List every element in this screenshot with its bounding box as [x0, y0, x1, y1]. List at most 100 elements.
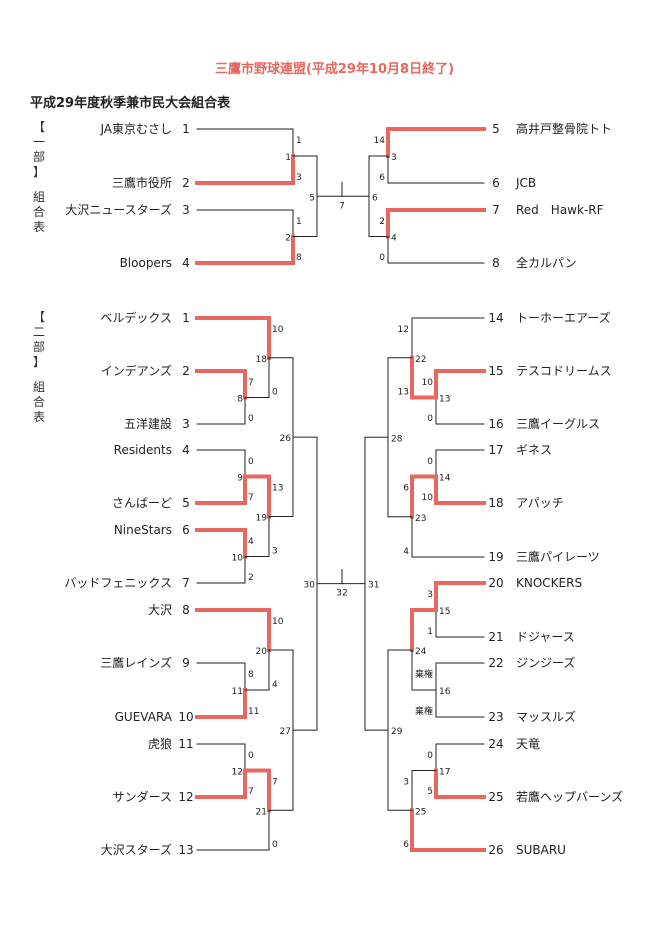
- match-score: 7: [248, 787, 254, 797]
- match-score: 13: [272, 484, 283, 494]
- team-name: ギネス: [516, 443, 552, 457]
- team-name: アパッチ: [516, 496, 564, 510]
- match-score: 0: [427, 414, 433, 424]
- final-match-label: 32: [336, 589, 347, 599]
- team-name: ベルデックス: [100, 310, 172, 325]
- team-name: さんばーど: [112, 496, 172, 510]
- team-name: SUBARU: [516, 843, 566, 857]
- team-seed: 16: [488, 417, 503, 431]
- side-label-char: 】: [32, 355, 45, 369]
- team-seed: 5: [492, 122, 500, 136]
- team-name: Red Hawk-RF: [516, 203, 604, 217]
- team-name: GUEVARA: [115, 710, 173, 724]
- side-label-char: 部: [32, 340, 45, 354]
- side-label-char: 【: [32, 310, 45, 324]
- team-name: JA東京むさし: [99, 122, 172, 136]
- match-score: 3: [272, 547, 278, 557]
- division-1-side-label: 【一部】 組合表: [30, 120, 48, 235]
- team-seed: 6: [182, 523, 190, 537]
- match-number-label: 18: [256, 355, 268, 365]
- match-score: 0: [248, 414, 254, 424]
- match-score: 4: [248, 537, 254, 547]
- match-score: 8: [248, 670, 254, 680]
- match-score: 5: [427, 787, 433, 797]
- final-match-label: 7: [339, 201, 345, 211]
- match-score: 14: [374, 136, 386, 146]
- team-seed: 8: [182, 603, 190, 617]
- match-score: 0: [427, 751, 433, 761]
- match-score: 4: [272, 680, 278, 690]
- team-name: マッスルズ: [516, 709, 576, 724]
- match-score: 棄権: [415, 705, 433, 717]
- team-name: 若鷹ヘップバーンズ: [516, 789, 623, 804]
- team-name: ドジャース: [516, 630, 575, 644]
- team-seed: 2: [182, 176, 190, 190]
- match-number-label: 15: [439, 607, 450, 617]
- team-name: 虎狼: [148, 736, 172, 751]
- team-seed: 4: [182, 443, 190, 457]
- match-score: 6: [379, 173, 385, 183]
- team-seed: 2: [182, 364, 190, 378]
- match-number-label: 16: [439, 687, 451, 697]
- team-name: 三鷹パイレーツ: [516, 549, 600, 564]
- document-title: 平成29年度秋季兼市民大会組合表: [30, 96, 231, 111]
- match-score: 13: [398, 388, 409, 398]
- match-score: 7: [272, 778, 278, 788]
- side-label-char: 一: [32, 135, 45, 149]
- side-label-char: 】: [32, 165, 45, 179]
- match-number-label: 28: [391, 434, 403, 444]
- match-number-label: 21: [256, 807, 267, 817]
- team-seed: 5: [182, 496, 190, 510]
- match-number-label: 23: [415, 514, 426, 524]
- match-score: 10: [422, 493, 434, 503]
- side-label-char: 部: [32, 150, 45, 164]
- team-seed: 25: [488, 790, 503, 804]
- match-number-label: 24: [415, 647, 427, 657]
- match-score: 0: [248, 751, 254, 761]
- team-name: 五洋建設: [124, 416, 172, 431]
- team-name: 三鷹イーグルス: [516, 416, 600, 431]
- team-name: サンダース: [113, 789, 172, 804]
- team-name: Residents: [114, 443, 172, 457]
- team-name: インデアンズ: [101, 363, 172, 378]
- match-number-label: 8: [237, 395, 243, 405]
- league-title: 三鷹市野球連盟(平成29年10月8日終了): [214, 62, 455, 77]
- team-name: KNOCKERS: [516, 576, 582, 590]
- team-name: Bloopers: [120, 256, 172, 270]
- team-seed: 9: [182, 656, 190, 670]
- side-label-char: 表: [32, 410, 45, 424]
- team-seed: 1: [182, 122, 190, 136]
- match-number-label: 6: [372, 193, 378, 203]
- team-seed: 15: [488, 364, 503, 378]
- match-number-label: 30: [304, 581, 316, 591]
- match-score: 3: [427, 590, 433, 600]
- team-seed: 7: [182, 576, 190, 590]
- match-number-label: 12: [232, 768, 243, 778]
- match-number-label: 27: [280, 727, 291, 737]
- match-number-label: 29: [391, 727, 403, 737]
- side-label-char: 合: [32, 395, 45, 409]
- team-seed: 17: [488, 443, 503, 457]
- match-number-label: 9: [237, 474, 243, 484]
- team-seed: 21: [488, 630, 503, 644]
- team-seed: 7: [492, 203, 500, 217]
- match-score: 2: [379, 217, 385, 227]
- team-seed: 11: [178, 737, 193, 751]
- match-number-label: 10: [232, 554, 244, 564]
- team-name: 天竜: [516, 737, 540, 751]
- team-seed: 19: [488, 550, 503, 564]
- match-score: 0: [272, 388, 278, 398]
- team-name: ジンジーズ: [516, 655, 575, 670]
- team-name: 大沢スターズ: [101, 842, 172, 857]
- team-name: 三鷹市役所: [112, 175, 172, 190]
- match-score: 1: [296, 217, 302, 227]
- team-seed: 3: [182, 203, 190, 217]
- team-seed: 1: [182, 311, 190, 325]
- match-number-label: 19: [256, 514, 268, 524]
- side-label-char: 【: [32, 120, 45, 134]
- match-number-label: 4: [391, 234, 397, 244]
- match-score: 6: [403, 484, 409, 494]
- division-2-side-label: 【二部】 組合表: [30, 310, 48, 425]
- match-number-label: 3: [391, 153, 397, 163]
- match-score: 棄権: [415, 668, 433, 680]
